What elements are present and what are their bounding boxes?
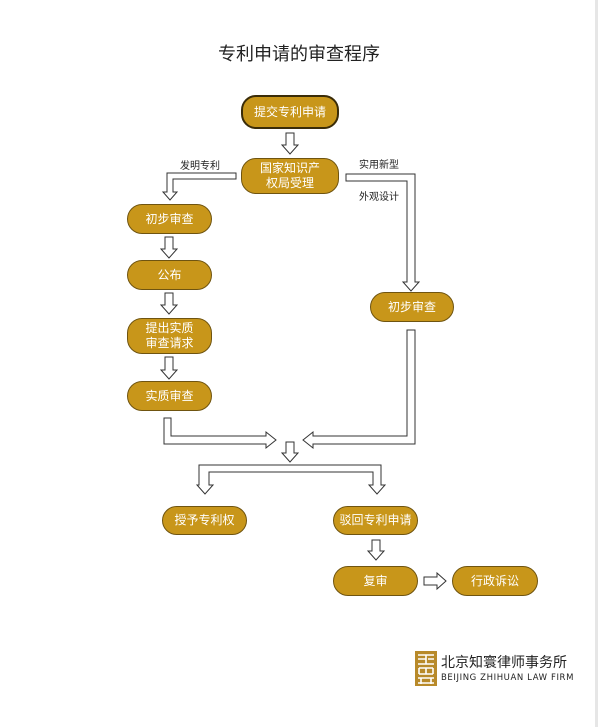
node-submit-application: 提交专利申请 <box>241 95 339 129</box>
arrow-publish-to-request <box>159 292 179 315</box>
node-publication: 公布 <box>127 260 212 290</box>
law-firm-name-cn: 北京知寰律师事务所 <box>441 655 567 671</box>
arrow-reexam-to-litigation <box>423 571 447 591</box>
node-reexamination: 复审 <box>333 566 418 596</box>
label-utility-model: 实用新型 <box>359 160 399 171</box>
node-substantive-exam: 实质审查 <box>127 381 212 411</box>
law-firm-name-en: BEIJING ZHIHUAN LAW FIRM <box>441 673 575 683</box>
node-reject-application: 驳回专利申请 <box>333 506 418 535</box>
node-request-substantive-exam: 提出实质 审查请求 <box>127 318 212 354</box>
page-edge <box>595 0 598 727</box>
node-administrative-litigation: 行政诉讼 <box>452 566 538 596</box>
arrow-prelim-right-to-merge <box>302 329 416 450</box>
arrow-prelim-to-publish <box>159 236 179 259</box>
page-title: 专利申请的审查程序 <box>218 44 380 65</box>
arrow-substantive-to-merge <box>163 417 277 450</box>
node-preliminary-exam-utility-design: 初步审查 <box>370 292 454 322</box>
node-preliminary-exam-invention: 初步审查 <box>127 204 212 234</box>
arrow-reject-to-reexam <box>366 539 386 561</box>
label-invention-patent: 发明专利 <box>180 161 220 172</box>
node-grant-patent: 授予专利权 <box>162 506 247 535</box>
arrow-office-to-prelim-right <box>345 173 421 292</box>
arrow-submit-to-office <box>280 132 300 155</box>
node-patent-office-acceptance: 国家知识产 权局受理 <box>241 158 339 194</box>
label-design: 外观设计 <box>359 192 399 203</box>
arrow-merge-down <box>280 441 300 463</box>
arrow-request-to-substantive <box>159 356 179 380</box>
arrow-office-to-prelim-left <box>161 172 237 201</box>
arrow-split-to-grant-and-reject <box>195 464 387 495</box>
seal-logo-icon <box>415 651 437 686</box>
